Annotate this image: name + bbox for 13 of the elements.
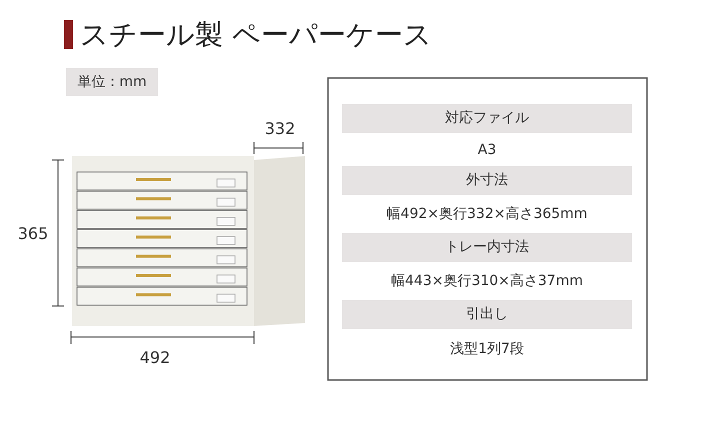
- table-header: トレー内寸法: [342, 233, 632, 262]
- table-value: 浅型1列7段: [449, 340, 525, 359]
- table-header: 外寸法: [342, 166, 632, 195]
- table-value: A3: [476, 141, 498, 160]
- table-header: 対応ファイル: [342, 104, 632, 133]
- page-title: スチール製 ペーパーケース: [80, 17, 432, 53]
- dimension-label: 365: [16, 224, 50, 244]
- dimension-label: 332: [264, 120, 296, 138]
- unit-label: 単位：mm: [66, 68, 158, 96]
- table-value: 幅443×奥行310×高さ37mm: [390, 272, 584, 291]
- table-header: 引出し: [342, 300, 632, 329]
- table-value: 幅492×奥行332×高さ365mm: [386, 205, 588, 224]
- dimension-label: 492: [138, 348, 172, 368]
